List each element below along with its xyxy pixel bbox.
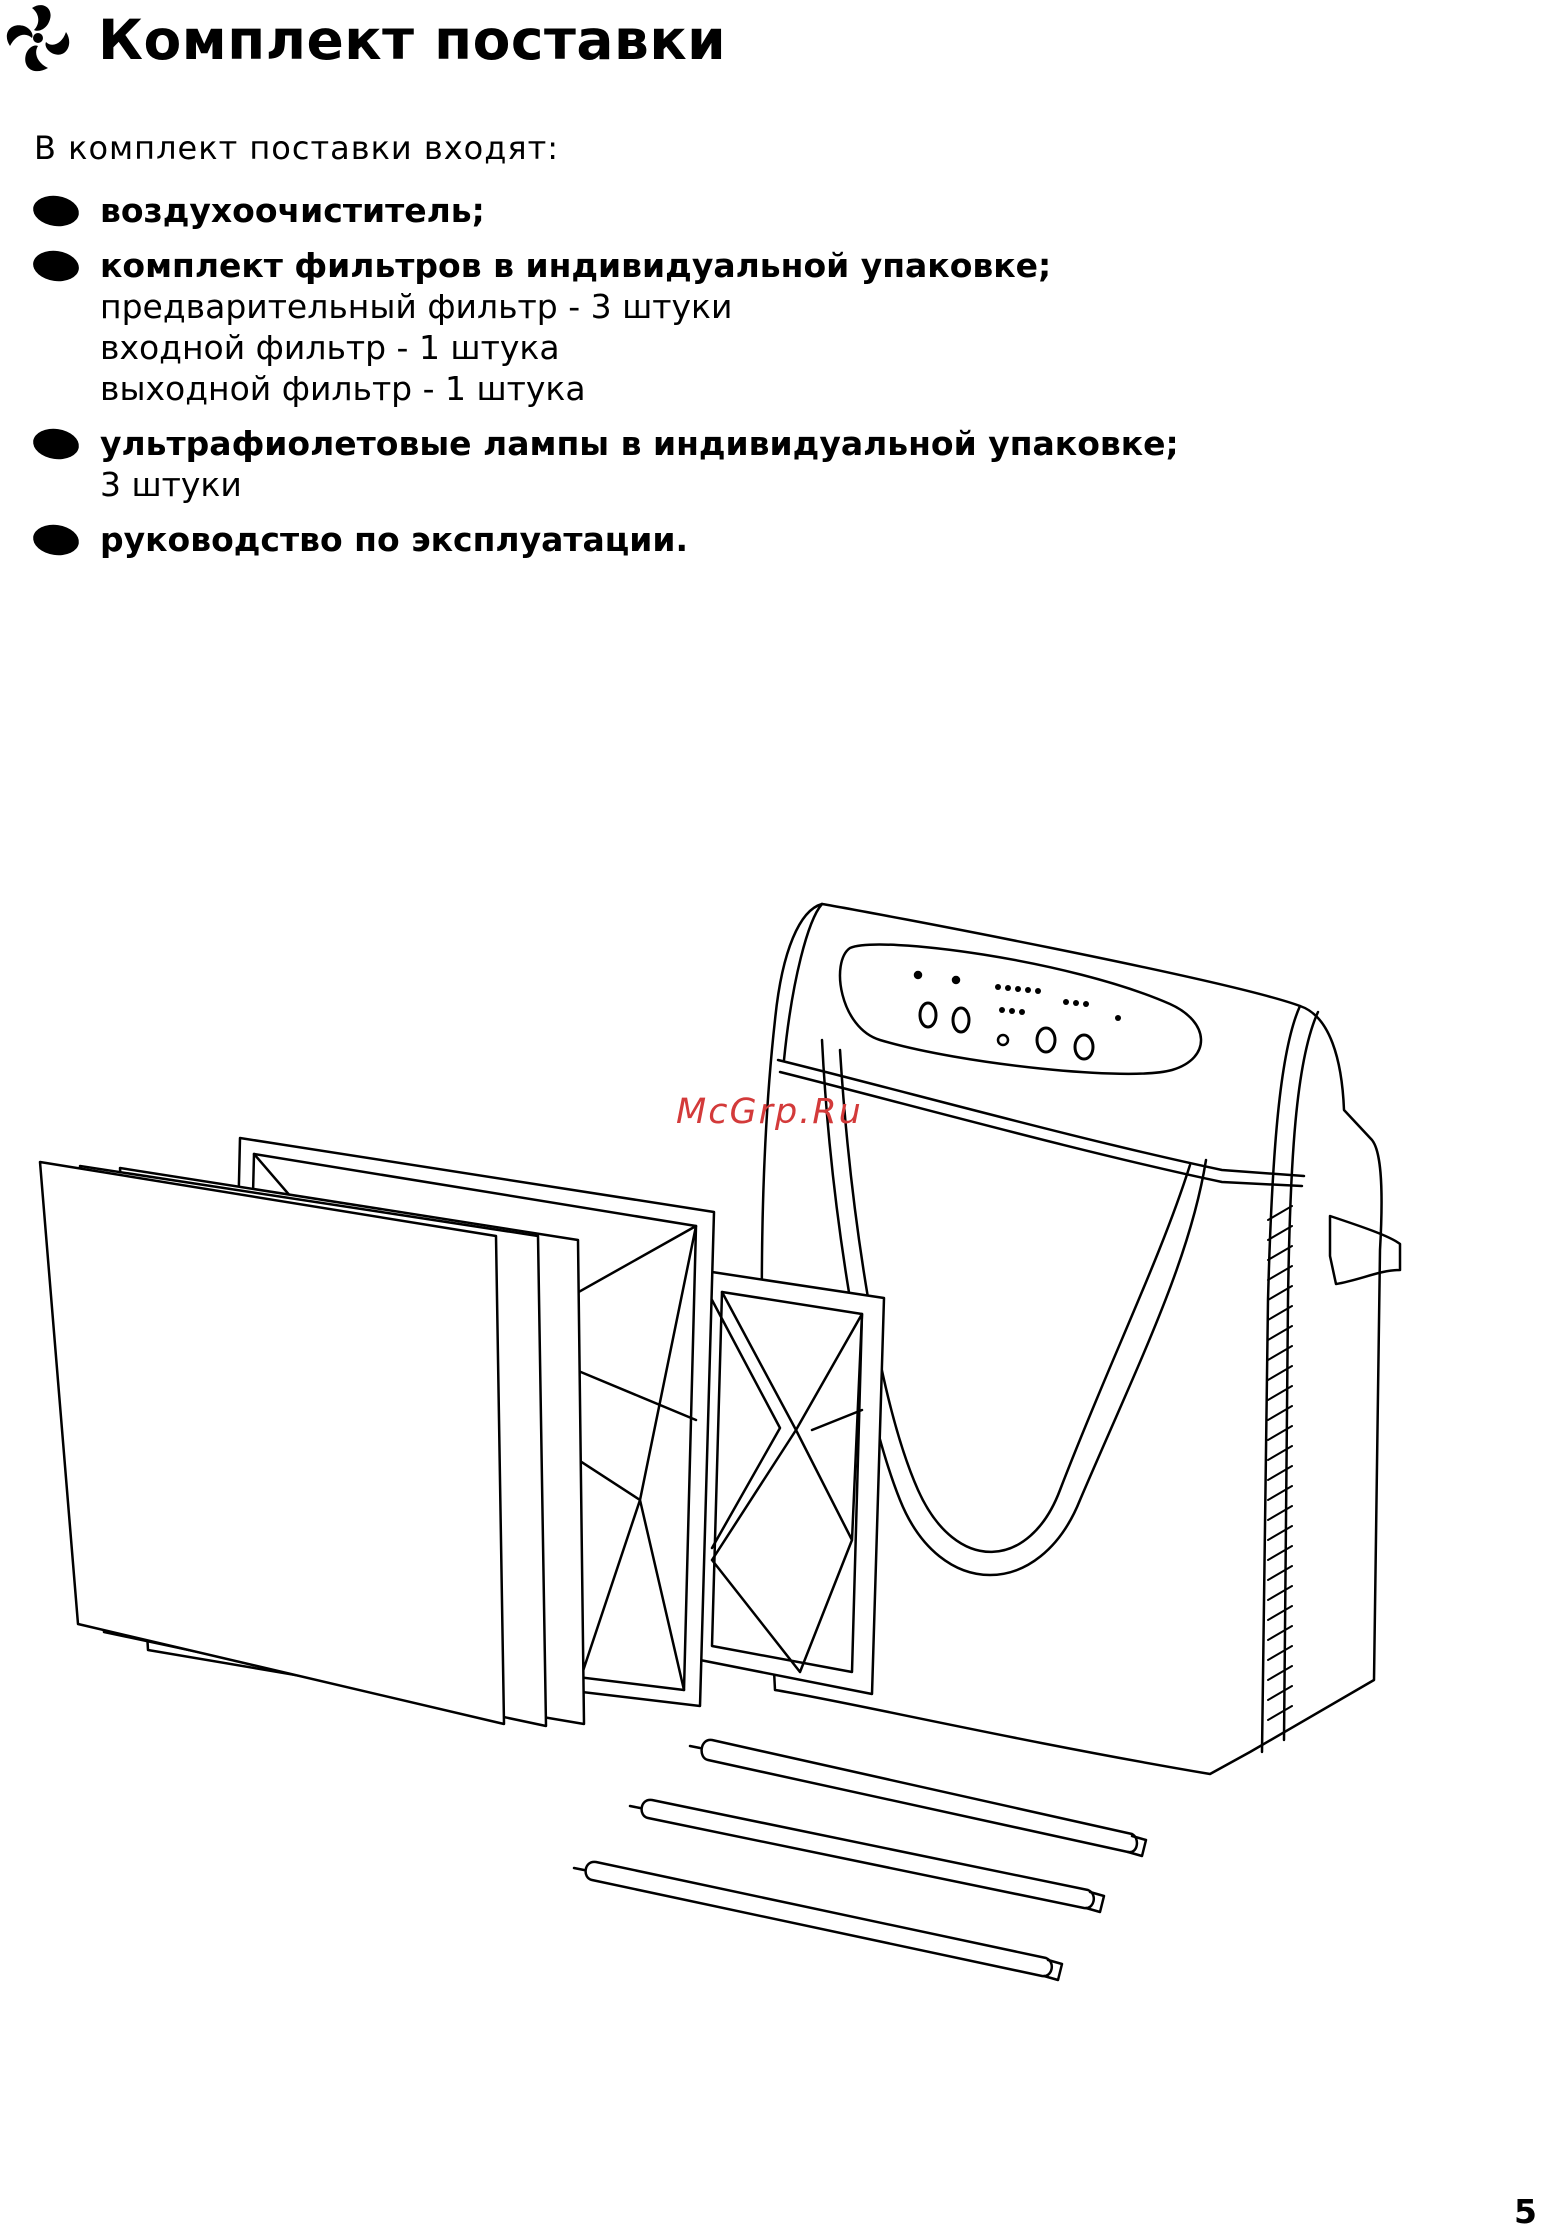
- oval-bullet-icon: [31, 426, 81, 462]
- intro-text: В комплект поставки входят:: [34, 128, 559, 168]
- item-title: комплект фильтров в индивидуальной упако…: [100, 245, 1400, 286]
- item-detail: предварительный фильтр - 3 штуки: [100, 286, 1400, 327]
- list-item-uv-lamps: ультрафиолетовые лампы в индивидуальной …: [0, 423, 1400, 505]
- package-contents-list: воздухоочиститель; комплект фильтров в и…: [0, 190, 1400, 574]
- filter-frame-small-drawing: [700, 1272, 884, 1694]
- item-title: воздухоочиститель;: [100, 190, 1400, 231]
- item-detail: входной фильтр - 1 штука: [100, 327, 1400, 368]
- package-contents-illustration: [0, 880, 1541, 2020]
- item-title: ультрафиолетовые лампы в индивидуальной …: [100, 423, 1400, 464]
- page-title: Комплект поставки: [98, 8, 726, 72]
- list-item-purifier: воздухоочиститель;: [0, 190, 1400, 231]
- oval-bullet-icon: [31, 248, 81, 284]
- prefilter-sheets-drawing: [40, 1162, 584, 1726]
- oval-bullet-icon: [31, 193, 81, 229]
- uv-lamps-drawing: [574, 1740, 1146, 1980]
- item-title: руководство по эксплуатации.: [100, 519, 1400, 560]
- page-number: 5: [1514, 2192, 1537, 2231]
- fan-swirl-logo-icon: [4, 2, 72, 74]
- watermark: McGrp.Ru: [676, 1092, 863, 1132]
- list-item-manual: руководство по эксплуатации.: [0, 519, 1400, 560]
- item-detail: 3 штуки: [100, 464, 1400, 505]
- item-detail: выходной фильтр - 1 штука: [100, 368, 1400, 409]
- list-item-filters: комплект фильтров в индивидуальной упако…: [0, 245, 1400, 409]
- oval-bullet-icon: [31, 522, 81, 558]
